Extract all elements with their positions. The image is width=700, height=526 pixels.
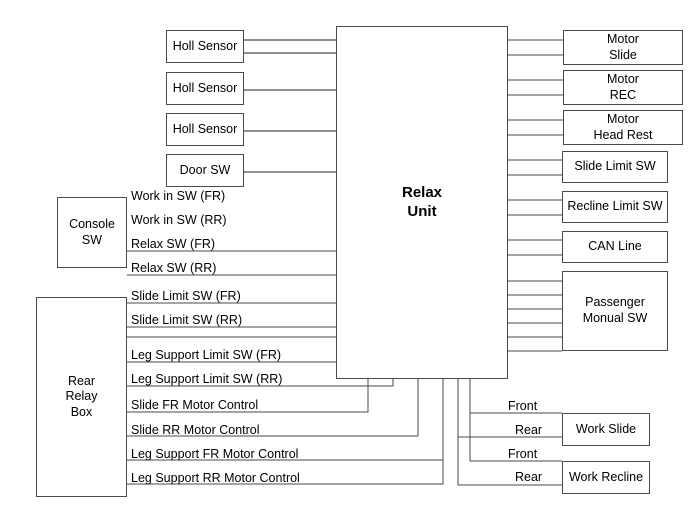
passenger-monual-sw: Passenger Monual SW	[562, 271, 668, 351]
relax-unit: Relax Unit	[336, 26, 508, 379]
motor-rec: Motor REC	[563, 70, 683, 105]
wire-label-work-in-sw-fr: Work in SW (FR)	[131, 189, 226, 203]
wire-label-relax-sw-fr: Relax SW (FR)	[131, 237, 216, 251]
wire-slide-rr-motor-control	[127, 379, 419, 437]
holl-sensor-3: Holl Sensor	[166, 113, 244, 146]
holl-sensor-1: Holl Sensor	[166, 30, 244, 63]
wire-label-work-in-sw-rr: Work in SW (RR)	[131, 213, 227, 227]
wire-label-work-recline-front: Front	[508, 447, 538, 461]
wire-leg-support-limit-sw-rr	[127, 379, 394, 387]
wire-label-slide-limit-sw-fr: Slide Limit SW (FR)	[131, 289, 241, 303]
wire-slide-fr-motor-control	[127, 379, 369, 413]
console-sw: Console SW	[57, 197, 127, 268]
wire-label-slide-limit-sw-rr: Slide Limit SW (RR)	[131, 313, 243, 327]
door-sw: Door SW	[166, 154, 244, 187]
wire-label-work-slide-front: Front	[508, 399, 538, 413]
wire-work-recline-rear	[457, 379, 562, 486]
wire-label-leg-support-limit-sw-fr: Leg Support Limit SW (FR)	[131, 348, 282, 362]
wire-leg-support-rr-motor-control	[127, 379, 444, 485]
slide-limit-sw: Slide Limit SW	[562, 151, 668, 183]
wire-label-leg-support-fr-motor-control: Leg Support FR Motor Control	[131, 447, 299, 461]
wire-work-recline-front	[469, 379, 562, 462]
rear-relay-box: Rear Relay Box	[36, 297, 127, 497]
can-line: CAN Line	[562, 231, 668, 263]
work-recline: Work Recline	[562, 461, 650, 494]
wire-label-slide-rr-motor-control: Slide RR Motor Control	[131, 423, 260, 437]
motor-slide: Motor Slide	[563, 30, 683, 65]
recline-limit-sw: Recline Limit SW	[562, 191, 668, 223]
wire-label-slide-fr-motor-control: Slide FR Motor Control	[131, 398, 259, 412]
motor-head-rest: Motor Head Rest	[563, 110, 683, 145]
holl-sensor-2: Holl Sensor	[166, 72, 244, 105]
wire-label-work-recline-rear: Rear	[515, 470, 543, 484]
wire-label-relax-sw-rr: Relax SW (RR)	[131, 261, 217, 275]
wire-label-leg-support-limit-sw-rr: Leg Support Limit SW (RR)	[131, 372, 283, 386]
work-slide: Work Slide	[562, 413, 650, 446]
wire-label-leg-support-rr-motor-control: Leg Support RR Motor Control	[131, 471, 300, 485]
wire-label-work-slide-rear: Rear	[515, 423, 543, 437]
